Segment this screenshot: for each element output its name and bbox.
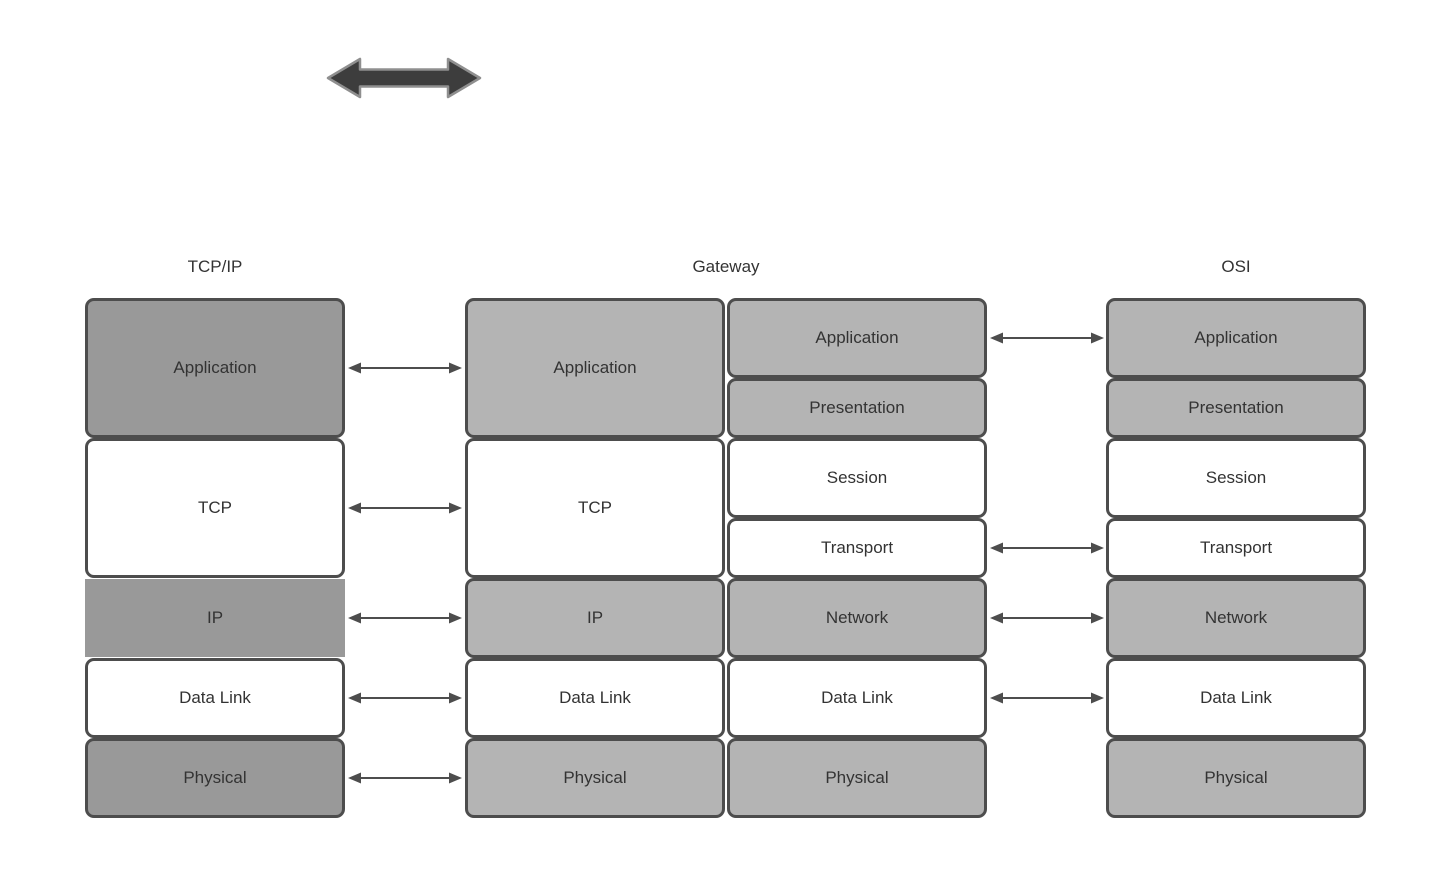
arrow-gateway-osi-application [990, 332, 1104, 344]
tcpip-layer-physical: Physical [85, 738, 345, 818]
gateway-right-layer-session: Session [727, 438, 987, 518]
gateway-left-layer-physical: Physical [465, 738, 725, 818]
tcpip-layer-application: Application [85, 298, 345, 438]
gateway-left-layer-ip: IP [465, 578, 725, 658]
column-title-gateway: Gateway [692, 257, 760, 276]
gateway-right-layer-physical: Physical [727, 738, 987, 818]
arrow-tcpip-gateway-ip [348, 612, 462, 624]
arrow-tcpip-gateway-physical [348, 772, 462, 784]
osi-layer-presentation: Presentation [1106, 378, 1366, 438]
osi-layer-data-link: Data Link [1106, 658, 1366, 738]
osi-layer-physical: Physical [1106, 738, 1366, 818]
column-title-tcpip: TCP/IP [187, 257, 243, 276]
osi-layer-application: Application [1106, 298, 1366, 378]
gateway-right-layer-application: Application [727, 298, 987, 378]
arrow-tcpip-gateway-data-link [348, 692, 462, 704]
osi-layer-transport: Transport [1106, 518, 1366, 578]
osi-layer-session: Session [1106, 438, 1366, 518]
tcpip-layer-tcp: TCP [85, 438, 345, 578]
tcpip-layer-data-link: Data Link [85, 658, 345, 738]
arrow-gateway-osi-transport [990, 542, 1104, 554]
gateway-left-layer-tcp: TCP [465, 438, 725, 578]
gateway-right-layer-transport: Transport [727, 518, 987, 578]
tcpip-layer-ip: IP [85, 579, 345, 657]
column-title-osi: OSI [1221, 257, 1251, 276]
gateway-left-layer-data-link: Data Link [465, 658, 725, 738]
double-arrow-icon [326, 57, 482, 99]
osi-layer-network: Network [1106, 578, 1366, 658]
gateway-right-layer-presentation: Presentation [727, 378, 987, 438]
arrow-tcpip-gateway-application [348, 362, 462, 374]
arrow-gateway-osi-data-link [990, 692, 1104, 704]
gateway-right-layer-network: Network [727, 578, 987, 658]
arrow-tcpip-gateway-tcp [348, 502, 462, 514]
arrow-gateway-osi-network [990, 612, 1104, 624]
gateway-right-layer-data-link: Data Link [727, 658, 987, 738]
gateway-left-layer-application: Application [465, 298, 725, 438]
